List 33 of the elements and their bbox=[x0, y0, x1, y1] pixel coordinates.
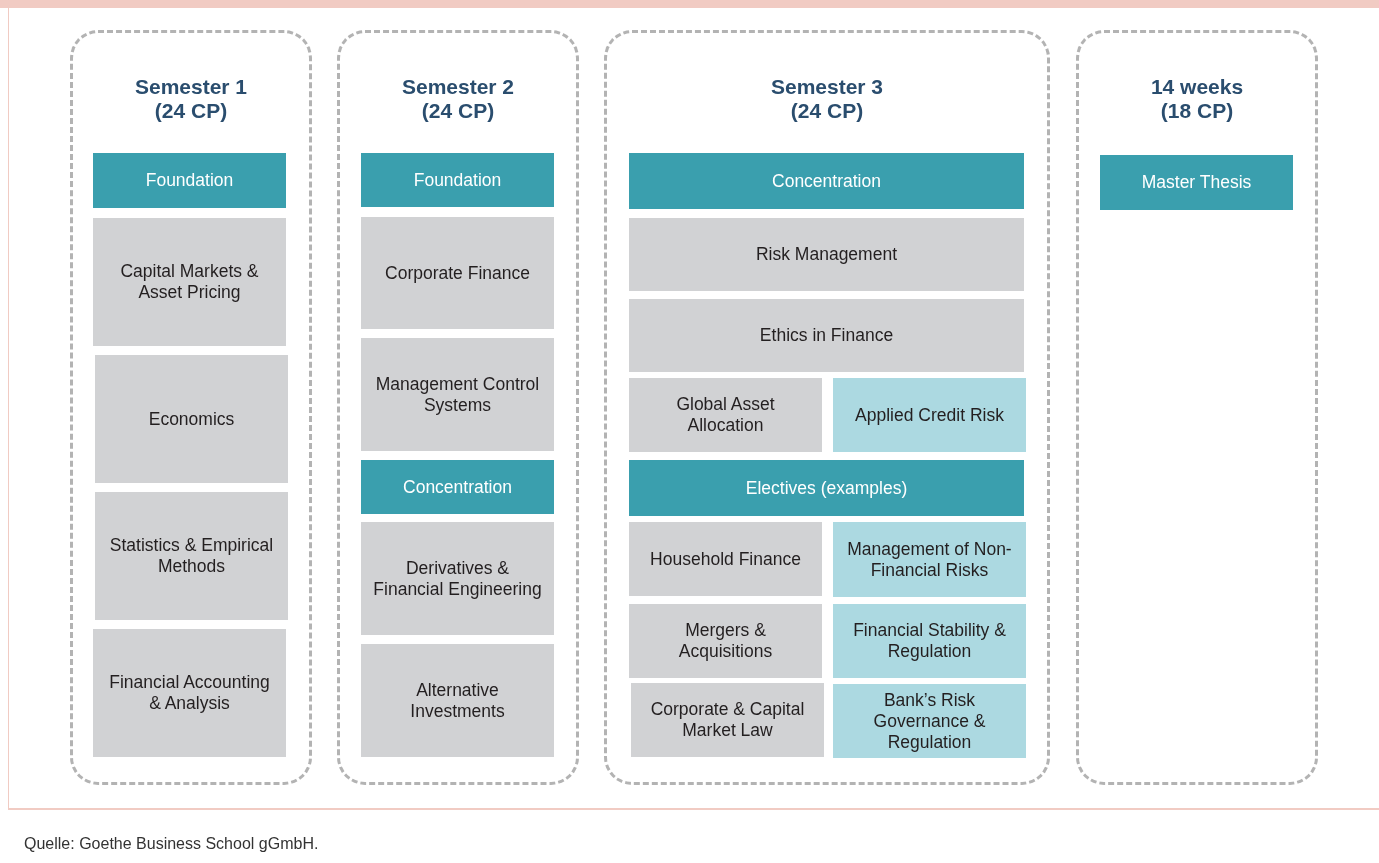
course-box: Household Finance bbox=[629, 522, 822, 596]
column-heading: Semester 2 (24 CP) bbox=[400, 75, 516, 123]
course-box: Mergers & Acquisitions bbox=[629, 604, 822, 678]
section-header: Concentration bbox=[361, 460, 554, 514]
section-header: Electives (examples) bbox=[629, 460, 1024, 516]
column-heading: Semester 1 (24 CP) bbox=[133, 75, 249, 123]
course-box: Derivatives & Financial Engineering bbox=[361, 522, 554, 635]
source-note: Quelle: Goethe Business School gGmbH. bbox=[24, 834, 319, 854]
course-box: Applied Credit Risk bbox=[833, 378, 1026, 452]
semester-column bbox=[337, 30, 579, 785]
course-box: Financial Accounting & Analysis bbox=[93, 629, 286, 757]
column-heading: 14 weeks (18 CP) bbox=[1149, 75, 1245, 123]
semester-column bbox=[70, 30, 312, 785]
section-header: Master Thesis bbox=[1100, 155, 1293, 210]
course-box: Management of Non-Financial Risks bbox=[833, 522, 1026, 597]
course-box: Corporate & Capital Market Law bbox=[631, 683, 824, 757]
course-box: Risk Management bbox=[629, 218, 1024, 291]
course-box: Capital Markets & Asset Pricing bbox=[93, 218, 286, 346]
course-box: Ethics in Finance bbox=[629, 299, 1024, 372]
course-box: Bank’s Risk Governance & Regulation bbox=[833, 684, 1026, 758]
section-header: Concentration bbox=[629, 153, 1024, 209]
section-header: Foundation bbox=[361, 153, 554, 207]
course-box: Financial Stability & Regulation bbox=[833, 604, 1026, 678]
course-box: Global Asset Allocation bbox=[629, 378, 822, 452]
course-box: Corporate Finance bbox=[361, 217, 554, 329]
section-header: Foundation bbox=[93, 153, 286, 208]
course-box: Management Control Systems bbox=[361, 338, 554, 451]
course-box: Economics bbox=[95, 355, 288, 483]
course-box: Alternative Investments bbox=[361, 644, 554, 757]
semester-column bbox=[604, 30, 1050, 785]
column-heading: Semester 3 (24 CP) bbox=[769, 75, 885, 123]
course-box: Statistics & Empirical Methods bbox=[95, 492, 288, 620]
semester-column bbox=[1076, 30, 1318, 785]
